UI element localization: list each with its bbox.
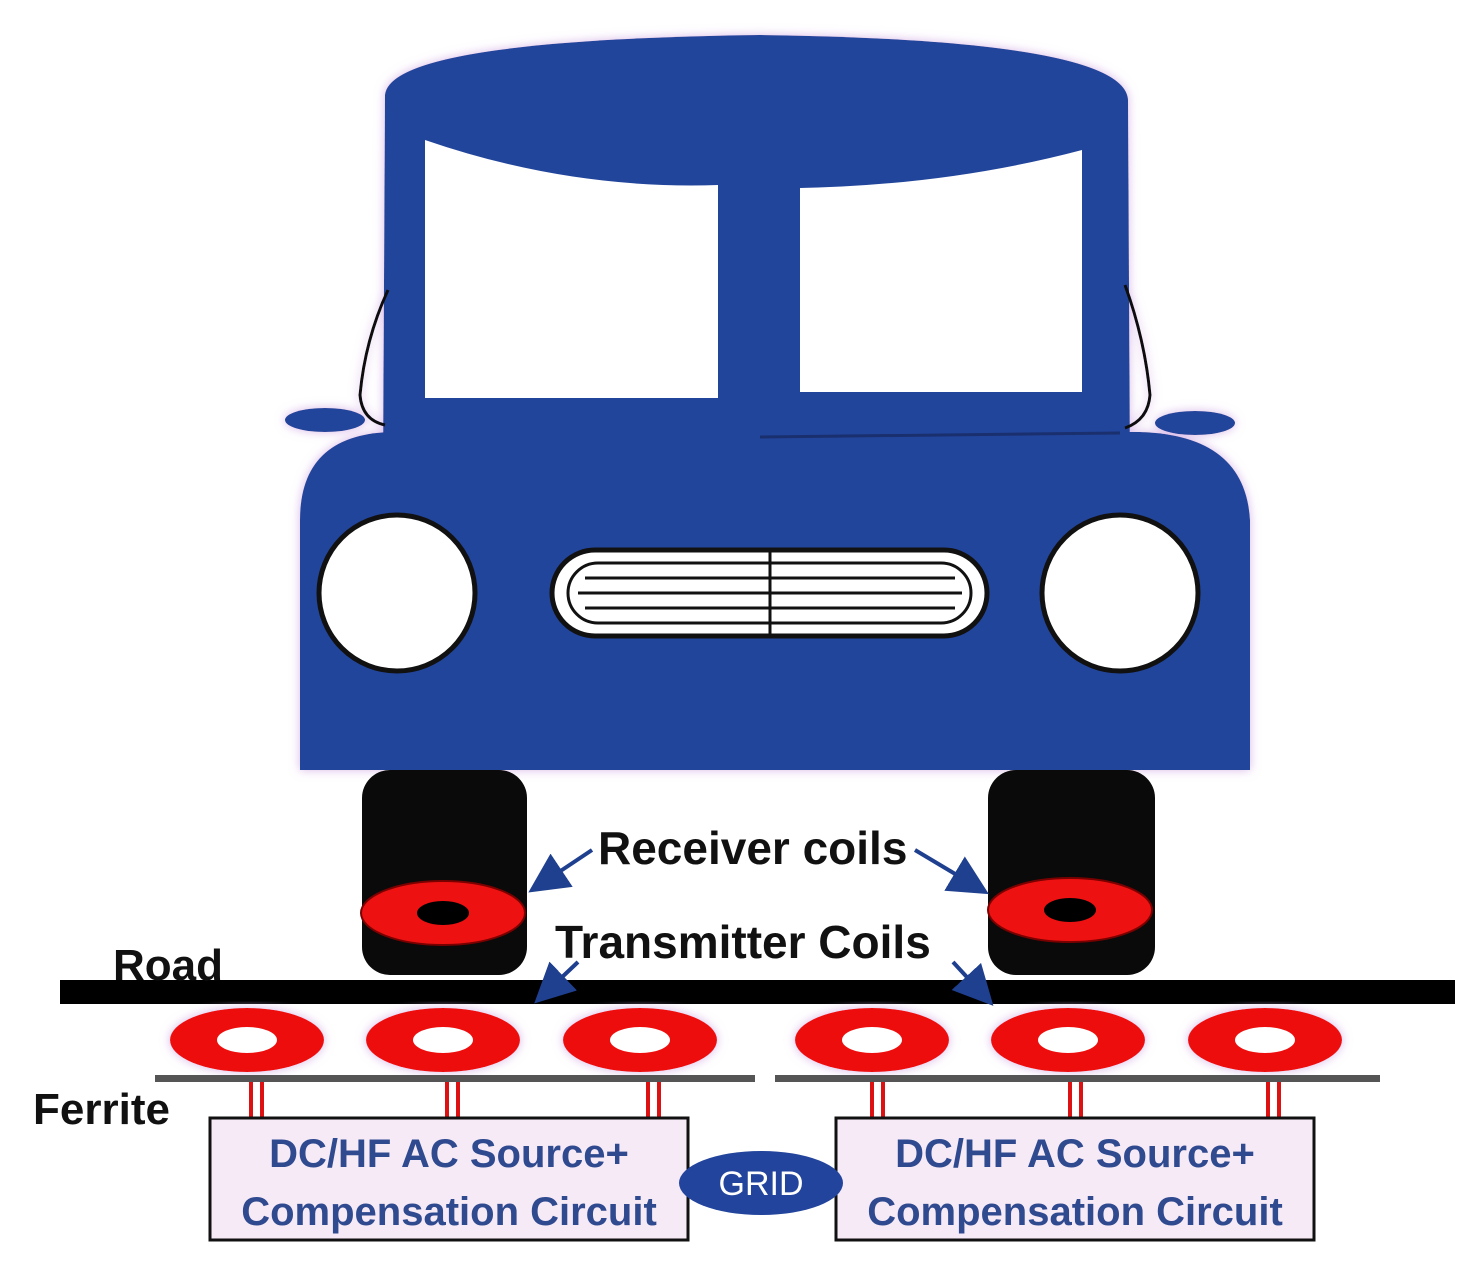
transmitter-coil	[563, 1008, 717, 1072]
grid-label: GRID	[719, 1165, 804, 1203]
source-box-right-line2: Compensation Circuit	[867, 1190, 1283, 1234]
right-wheel	[988, 770, 1155, 975]
transmitter-coil	[991, 1008, 1145, 1072]
transmitter-coils-label: Transmitter Coils	[555, 916, 931, 968]
source-box-left-line2: Compensation Circuit	[241, 1190, 657, 1234]
left-mirror	[285, 408, 365, 432]
right-mirror	[1155, 411, 1235, 435]
grille	[549, 547, 990, 639]
source-box-left: DC/HF AC Source+ Compensation Circuit	[208, 1116, 690, 1242]
transmitter-arrow-right	[951, 960, 994, 1006]
left-window	[425, 140, 718, 398]
road-surface	[60, 980, 1455, 1004]
receiver-arrow-right	[913, 848, 989, 895]
ferrite-label: Ferrite	[33, 1085, 170, 1134]
transmitter-coil	[366, 1008, 520, 1072]
ferrite-strip-right	[775, 1075, 1380, 1082]
right-window	[800, 150, 1082, 392]
source-box-right: DC/HF AC Source+ Compensation Circuit	[834, 1116, 1316, 1242]
transmitter-coil	[795, 1008, 949, 1072]
source-box-right-line1: DC/HF AC Source+	[895, 1132, 1255, 1176]
receiver-arrow-left	[528, 848, 594, 893]
receiver-coil-right	[987, 877, 1153, 943]
coil-feed-wires	[249, 1082, 1281, 1118]
label-arrows	[528, 848, 994, 1006]
ferrite-strip-left	[155, 1075, 755, 1082]
transmitter-coil	[1188, 1008, 1342, 1072]
transmitter-coils	[170, 1008, 1342, 1072]
left-door-line	[358, 289, 390, 427]
right-door-line	[1123, 284, 1152, 430]
transmitter-arrow-left	[534, 960, 580, 1004]
left-headlight	[316, 512, 478, 674]
hood-line	[759, 431, 1121, 439]
source-box-left-line1: DC/HF AC Source+	[269, 1132, 629, 1176]
receiver-coils-label: Receiver coils	[598, 822, 907, 874]
transmitter-coil	[170, 1008, 324, 1072]
right-headlight	[1039, 512, 1201, 674]
receiver-coil-left	[360, 880, 526, 946]
road-label: Road	[113, 941, 223, 990]
grid-node: GRID	[679, 1151, 843, 1215]
